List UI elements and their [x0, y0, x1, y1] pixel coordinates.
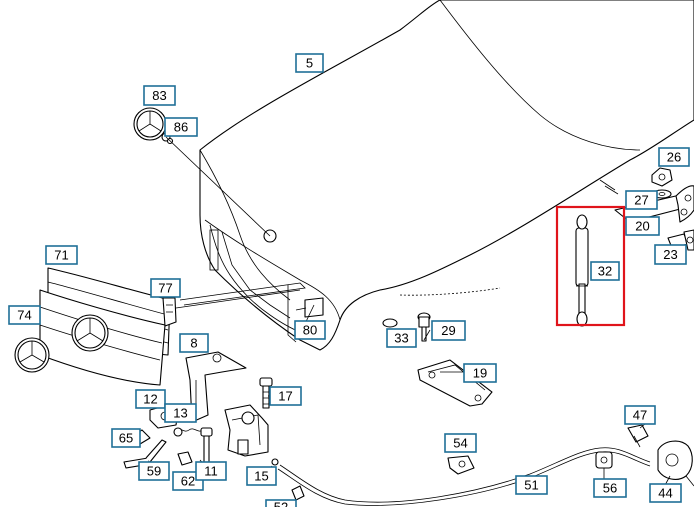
bolt-47	[627, 424, 649, 448]
callout-52[interactable]: 52	[265, 499, 297, 507]
callout-19[interactable]: 19	[463, 363, 497, 383]
leader-lines	[165, 136, 685, 488]
lock-mechanism	[224, 404, 269, 457]
callout-44[interactable]: 44	[649, 483, 682, 503]
svg-text:29: 29	[441, 323, 455, 338]
svg-text:77: 77	[158, 281, 172, 296]
grommet-15	[271, 458, 279, 466]
grille-star-74	[14, 337, 50, 373]
svg-text:17: 17	[278, 389, 292, 404]
pull-handle-44	[657, 440, 694, 487]
svg-text:27: 27	[634, 193, 648, 208]
hood-buffer-29	[417, 312, 431, 342]
fitting-52	[291, 485, 305, 501]
callout-71[interactable]: 71	[45, 245, 78, 265]
svg-text:71: 71	[54, 248, 68, 263]
callout-51[interactable]: 51	[515, 475, 548, 495]
svg-text:56: 56	[603, 481, 617, 496]
callout-12[interactable]: 12	[135, 389, 166, 409]
callout-27[interactable]: 27	[625, 190, 658, 210]
svg-text:47: 47	[633, 408, 647, 423]
callouts: 5 83 86 26 27 20 23 32 71 77 74 80 33 29…	[8, 53, 690, 507]
spring-13	[173, 427, 204, 437]
callout-32[interactable]: 32	[590, 261, 620, 281]
callout-54[interactable]: 54	[444, 433, 477, 453]
svg-text:65: 65	[119, 431, 133, 446]
svg-text:19: 19	[473, 366, 487, 381]
svg-text:59: 59	[147, 464, 161, 479]
svg-text:13: 13	[173, 406, 187, 421]
callout-83[interactable]: 83	[143, 85, 176, 106]
callout-77[interactable]: 77	[150, 278, 181, 298]
callout-26[interactable]: 26	[658, 147, 690, 167]
svg-text:86: 86	[174, 120, 188, 135]
callout-23[interactable]: 23	[654, 244, 687, 265]
callout-29[interactable]: 29	[431, 320, 466, 341]
callout-33[interactable]: 33	[386, 328, 417, 348]
gas-strut-32	[575, 214, 589, 327]
callout-86[interactable]: 86	[164, 117, 198, 137]
svg-text:54: 54	[453, 436, 467, 451]
release-handle-59	[123, 439, 167, 469]
callout-17[interactable]: 17	[269, 386, 302, 406]
svg-text:15: 15	[254, 469, 268, 484]
callout-47[interactable]: 47	[624, 405, 656, 425]
cable-holder-56	[595, 451, 613, 469]
highlight-frame	[555, 205, 626, 327]
callout-8[interactable]: 8	[179, 333, 209, 353]
hinge-nut-26	[651, 167, 673, 187]
svg-text:51: 51	[524, 478, 538, 493]
svg-text:5: 5	[306, 56, 313, 71]
svg-text:74: 74	[17, 308, 31, 323]
svg-text:83: 83	[152, 88, 166, 103]
hood-panel	[199, 0, 694, 351]
svg-text:11: 11	[204, 464, 218, 479]
cable-clip-54	[447, 455, 475, 475]
callout-80[interactable]: 80	[294, 320, 326, 340]
callout-59[interactable]: 59	[138, 461, 170, 481]
svg-text:52: 52	[274, 500, 288, 507]
callout-20[interactable]: 20	[625, 216, 660, 236]
callout-15[interactable]: 15	[246, 466, 277, 486]
star-emblem-83	[133, 107, 167, 141]
hood-seal-strip	[179, 282, 324, 343]
svg-text:80: 80	[303, 323, 317, 338]
svg-text:62: 62	[181, 474, 195, 489]
rubber-buffer	[382, 318, 398, 328]
bolt-vertical	[200, 427, 213, 463]
callout-74[interactable]: 74	[8, 305, 41, 325]
svg-text:8: 8	[190, 336, 197, 351]
svg-text:23: 23	[663, 247, 677, 262]
svg-text:33: 33	[394, 331, 408, 346]
svg-text:20: 20	[635, 219, 649, 234]
svg-text:26: 26	[667, 150, 681, 165]
grille-clip-77	[162, 297, 177, 327]
svg-text:44: 44	[658, 486, 672, 501]
callout-11[interactable]: 11	[195, 461, 227, 481]
callout-13[interactable]: 13	[164, 403, 197, 423]
callout-56[interactable]: 56	[593, 478, 627, 498]
svg-text:32: 32	[598, 264, 612, 279]
callout-5[interactable]: 5	[295, 53, 324, 73]
radiator-grille	[39, 267, 171, 386]
screw-17	[259, 377, 273, 409]
nut-62	[177, 451, 193, 466]
callout-65[interactable]: 65	[111, 428, 141, 448]
svg-text:12: 12	[143, 392, 157, 407]
